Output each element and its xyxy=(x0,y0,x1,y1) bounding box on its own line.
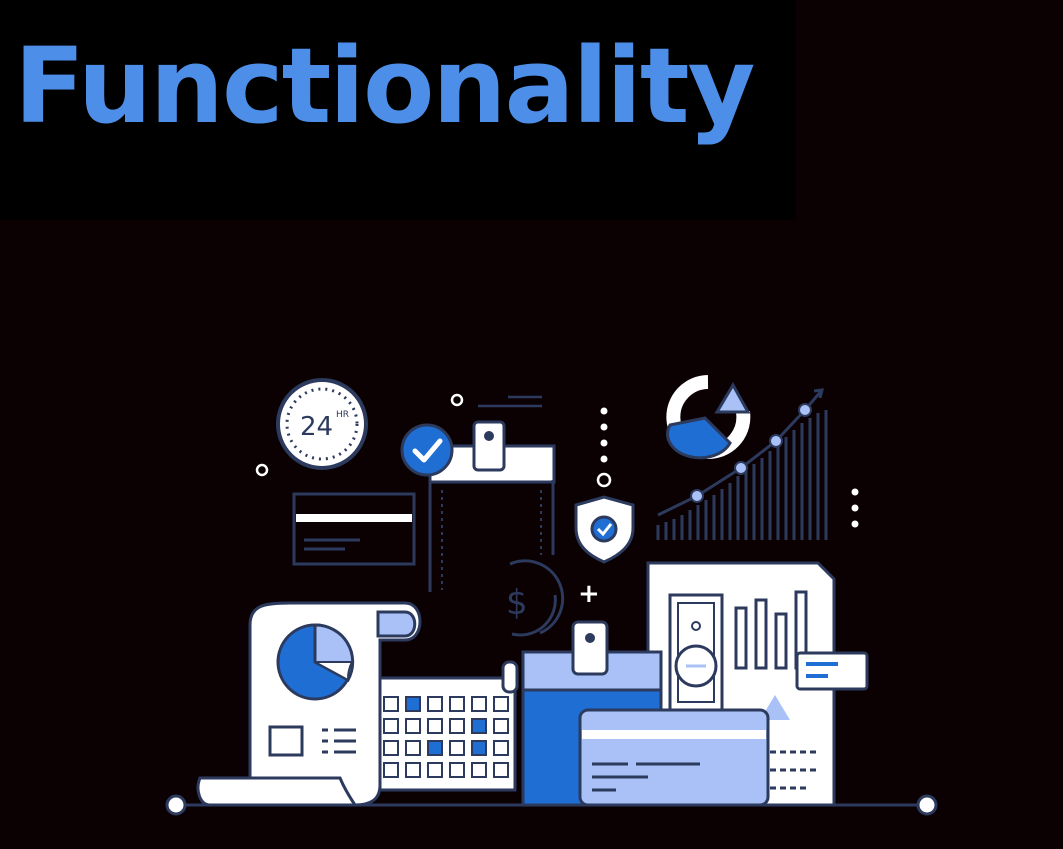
growth-chart-icon xyxy=(656,388,828,540)
decor-ring xyxy=(255,463,269,477)
checkmark-badge-icon xyxy=(400,423,454,477)
calendar-icon xyxy=(378,676,517,792)
credit-card-icon xyxy=(578,708,770,807)
decor-ring xyxy=(450,393,464,407)
dotted-line xyxy=(851,488,859,528)
plus-symbol: + xyxy=(578,579,600,609)
dollar-symbol: $ xyxy=(506,583,528,623)
clock-24hr-icon: 24 HR xyxy=(276,378,368,470)
clipboard-board-icon xyxy=(428,420,556,592)
banknote-icon xyxy=(668,593,724,712)
back-card-icon xyxy=(292,492,416,566)
dollar-coin-icon: $ xyxy=(506,559,565,637)
pie-refresh-icon xyxy=(666,375,751,460)
clock-suffix: HR xyxy=(336,410,349,420)
clock-label: 24 xyxy=(300,412,333,442)
title-panel: Functionality xyxy=(0,0,796,220)
tag-icon xyxy=(795,651,869,691)
receipt-pie-icon xyxy=(196,601,422,807)
shield-check-icon xyxy=(574,495,635,564)
dotted-line xyxy=(596,407,612,488)
page-title: Functionality xyxy=(14,25,755,147)
